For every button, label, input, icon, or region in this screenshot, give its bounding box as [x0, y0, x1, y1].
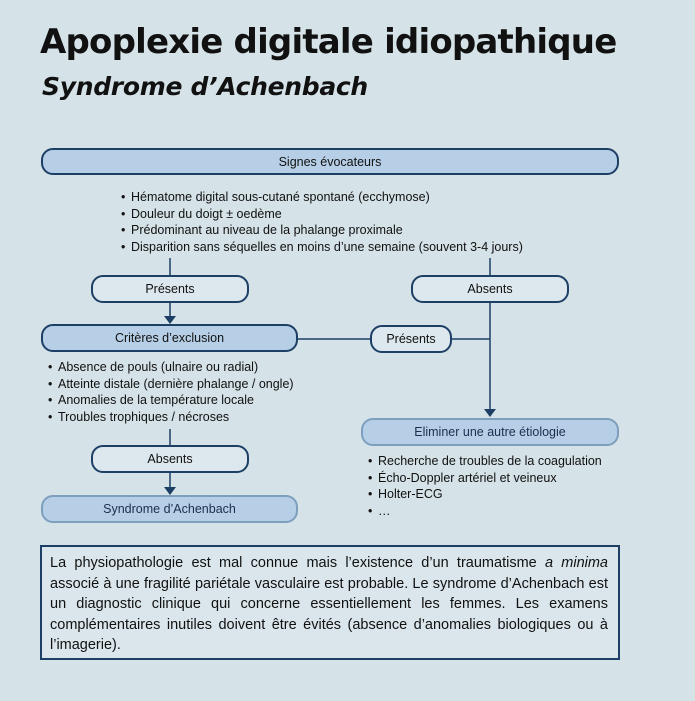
- list-item: Anomalies de la température locale: [48, 392, 294, 409]
- list-item: Absence de pouls (ulnaire ou radial): [48, 359, 294, 376]
- eliminer-etiologie-label: Eliminer une autre étiologie: [414, 425, 566, 439]
- page-subtitle: Syndrome d’Achenbach: [42, 72, 368, 101]
- absents-right-box: Absents: [411, 275, 569, 303]
- presents-left-box: Présents: [91, 275, 249, 303]
- criteres-exclusion-label: Critères d’exclusion: [114, 331, 225, 345]
- syndrome-achenbach-label: Syndrome d’Achenbach: [103, 502, 236, 516]
- note-text-start: La physiopathologie est mal connue mais …: [50, 555, 545, 571]
- presents-left-label: Présents: [145, 282, 195, 296]
- list-item: Prédominant au niveau de la phalange pro…: [121, 222, 523, 239]
- criteres-list: Absence de pouls (ulnaire ou radial) Att…: [48, 359, 294, 425]
- list-item: Recherche de troubles de la coagulation: [368, 453, 602, 470]
- arrowhead-syndrome: [164, 487, 176, 495]
- syndrome-achenbach-box: Syndrome d’Achenbach: [41, 495, 298, 523]
- list-item: Douleur du doigt ± oedème: [121, 206, 523, 223]
- eliminer-etiologie-box: Eliminer une autre étiologie: [361, 418, 619, 446]
- list-item: Hématome digital sous-cutané spontané (e…: [121, 189, 523, 206]
- list-item: Disparition sans séquelles en moins d’un…: [121, 239, 523, 256]
- signes-list: Hématome digital sous-cutané spontané (e…: [121, 189, 523, 255]
- physiopathology-note: La physiopathologie est mal connue mais …: [40, 545, 620, 660]
- presents-middle-label: Présents: [386, 332, 436, 346]
- list-item: Troubles trophiques / nécroses: [48, 409, 294, 426]
- presents-middle-box: Présents: [370, 325, 452, 353]
- note-emphasis: a minima: [544, 555, 608, 571]
- signes-evocateurs-box: Signes évocateurs: [41, 148, 619, 175]
- criteres-exclusion-box: Critères d’exclusion: [41, 324, 298, 352]
- absents-right-label: Absents: [467, 282, 513, 296]
- note-text-end: associé à une fragilité pariétale vascul…: [50, 575, 608, 654]
- eliminer-list: Recherche de troubles de la coagulation …: [368, 453, 602, 519]
- page-title: Apoplexie digitale idiopathique: [40, 22, 617, 62]
- list-item: Écho-Doppler artériel et veineux: [368, 470, 602, 487]
- list-item: …: [368, 503, 602, 520]
- arrowhead-criteres: [164, 316, 176, 324]
- absents-left-box: Absents: [91, 445, 249, 473]
- absents-left-label: Absents: [147, 452, 193, 466]
- list-item: Atteinte distale (dernière phalange / on…: [48, 376, 294, 393]
- arrowhead-eliminer: [484, 409, 496, 417]
- list-item: Holter-ECG: [368, 486, 602, 503]
- signes-evocateurs-label: Signes évocateurs: [278, 154, 382, 169]
